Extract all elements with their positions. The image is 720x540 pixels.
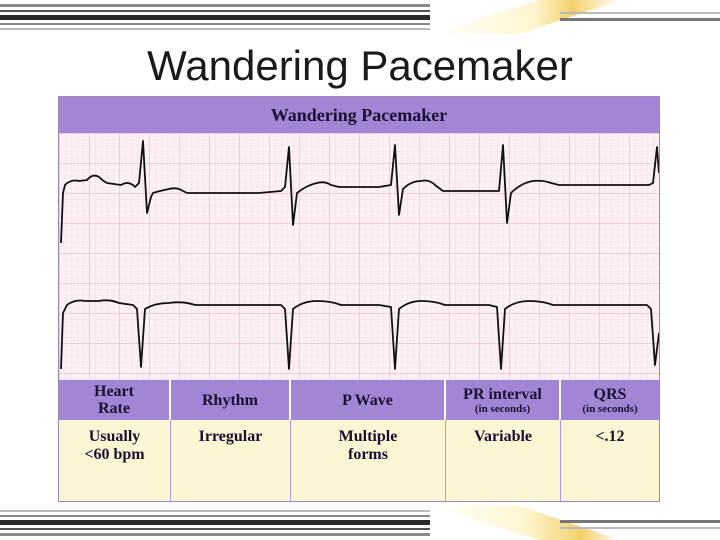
value-heart-rate: Usually <60 bpm — [59, 420, 171, 501]
ecg-trace-bottom — [60, 299, 659, 370]
ecg-trace-top — [60, 140, 659, 244]
header-p-wave: P Wave — [291, 380, 446, 420]
slide-title: Wandering Pacemaker — [147, 42, 573, 89]
table-value-row: Usually <60 bpm Irregular Multiple forms… — [59, 420, 659, 501]
value-rhythm: Irregular — [171, 420, 291, 501]
value-p-wave: Multiple forms — [291, 420, 446, 501]
figure-header: Wandering Pacemaker — [59, 97, 659, 133]
header-heart-rate: Heart Rate — [59, 380, 171, 420]
header-qrs: QRS (in seconds) — [582, 385, 638, 415]
bottom-decorative-band — [0, 506, 720, 540]
top-decorative-band — [0, 0, 720, 34]
value-qrs: <.12 — [595, 428, 625, 445]
ecg-strip — [59, 133, 659, 380]
header-rhythm: Rhythm — [171, 380, 291, 420]
value-pr-interval: Variable — [446, 420, 561, 501]
header-pr-interval: PR interval (in seconds) — [446, 380, 561, 420]
ecg-figure: Wandering Pacemaker Heart Rate Rhythm P … — [58, 96, 660, 502]
table-header-row: Heart Rate Rhythm P Wave PR interval (in… — [59, 380, 659, 420]
